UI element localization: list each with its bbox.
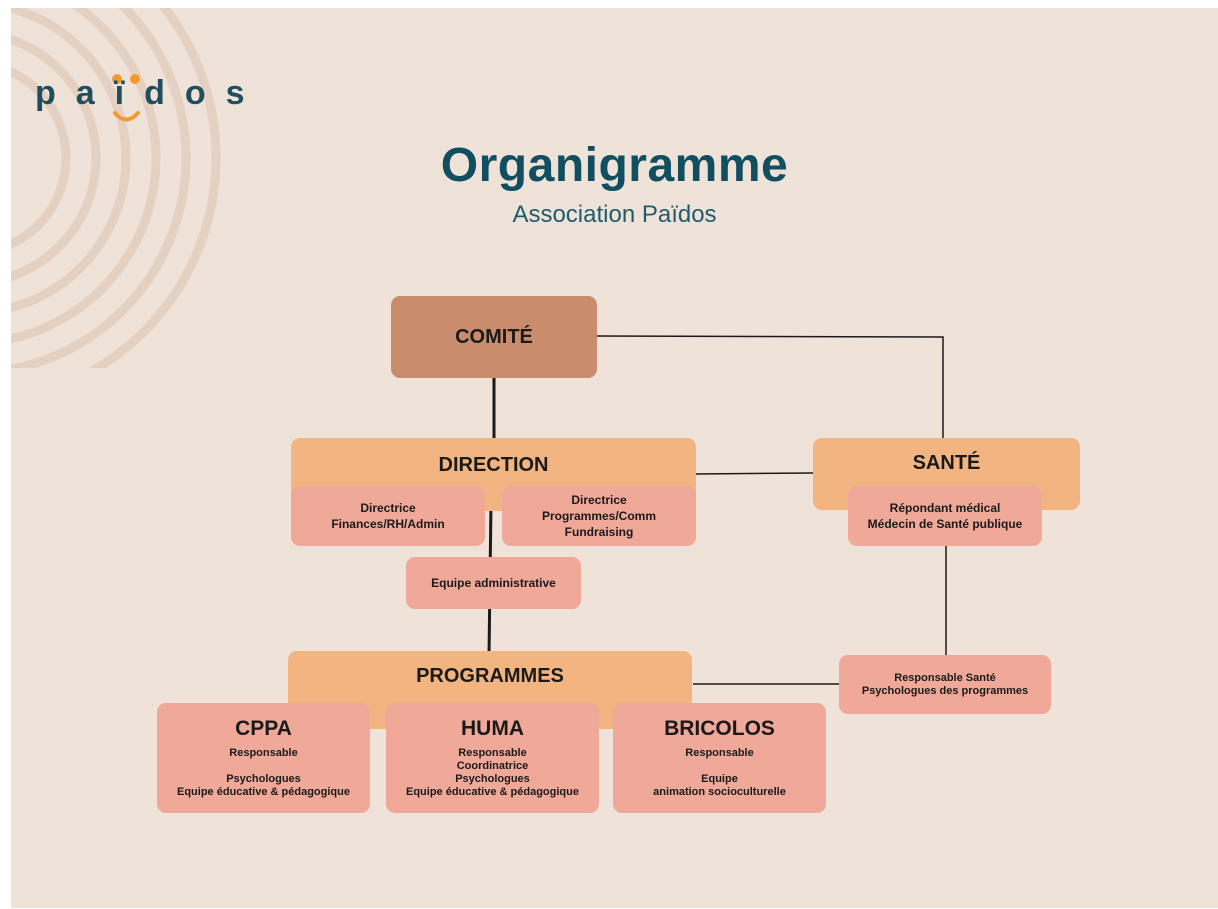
responsable-sante-line2: Psychologues des programmes: [861, 684, 1029, 697]
sante-label: SANTÉ: [912, 452, 981, 474]
directrice-finances-box: Directrice Finances/RH/Admin: [291, 486, 485, 546]
bricolos-line2: Equipe: [701, 773, 738, 785]
bricolos-title: BRICOLOS: [664, 717, 775, 740]
directrice-finances-line2: Finances/RH/Admin: [331, 517, 445, 531]
huma-line2: Coordinatrice: [456, 760, 529, 772]
cppa-line3: Equipe éducative & pédagogique: [177, 786, 350, 798]
equipe-administrative-label: Equipe administrative: [431, 576, 556, 590]
cppa-line1: Responsable: [229, 747, 298, 759]
page-subtitle: Association Païdos: [512, 201, 717, 228]
huma-line4: Equipe éducative & pédagogique: [406, 786, 579, 798]
line-comite-sante: [596, 335, 944, 440]
equipe-administrative-box: Equipe administrative: [406, 557, 581, 609]
comite-box: COMITÉ: [391, 296, 597, 378]
cppa-line2: Psychologues: [226, 773, 301, 785]
programmes-label: PROGRAMMES: [416, 665, 564, 687]
huma-box: HUMA Responsable Coordinatrice Psycholog…: [386, 703, 599, 813]
responsable-sante-line1: Responsable Santé: [894, 671, 996, 684]
decorative-arcs: [11, 8, 221, 368]
bricolos-line3: animation socioculturelle: [653, 786, 786, 798]
responsable-sante-box: Responsable Santé Psychologues des progr…: [839, 655, 1051, 714]
directrice-programmes-box: Directrice Programmes/Comm Fundraising: [502, 486, 696, 546]
cppa-title: CPPA: [235, 717, 292, 740]
page-title: Organigramme: [440, 139, 789, 192]
huma-title: HUMA: [461, 717, 524, 740]
directrice-programmes-line1: Directrice: [571, 493, 627, 507]
repondant-medical-box: Répondant médical Médecin de Santé publi…: [848, 486, 1042, 546]
bricolos-box: BRICOLOS Responsable Equipe animation so…: [613, 703, 826, 813]
paidos-logo: païdos: [35, 66, 265, 136]
comite-label: COMITÉ: [455, 325, 533, 348]
directrice-finances-line1: Directrice: [360, 501, 416, 515]
huma-line1: Responsable: [458, 747, 527, 759]
line-direction-sante: [694, 472, 814, 475]
directrice-programmes-line2: Programmes/Comm: [541, 509, 657, 523]
bricolos-line1: Responsable: [685, 747, 754, 759]
directrice-programmes-line3: Fundraising: [564, 525, 634, 539]
direction-label: DIRECTION: [438, 454, 549, 476]
logo-mark-icon: [112, 74, 140, 122]
logo-text: païdos: [35, 74, 265, 112]
slide: païdos Organigramme Association Païdos C…: [11, 8, 1218, 908]
cppa-box: CPPA Responsable Psychologues Equipe édu…: [157, 703, 370, 813]
repondant-medical-line1: Répondant médical: [889, 501, 1001, 515]
huma-line3: Psychologues: [455, 773, 530, 785]
repondant-medical-line2: Médecin de Santé publique: [867, 517, 1023, 531]
